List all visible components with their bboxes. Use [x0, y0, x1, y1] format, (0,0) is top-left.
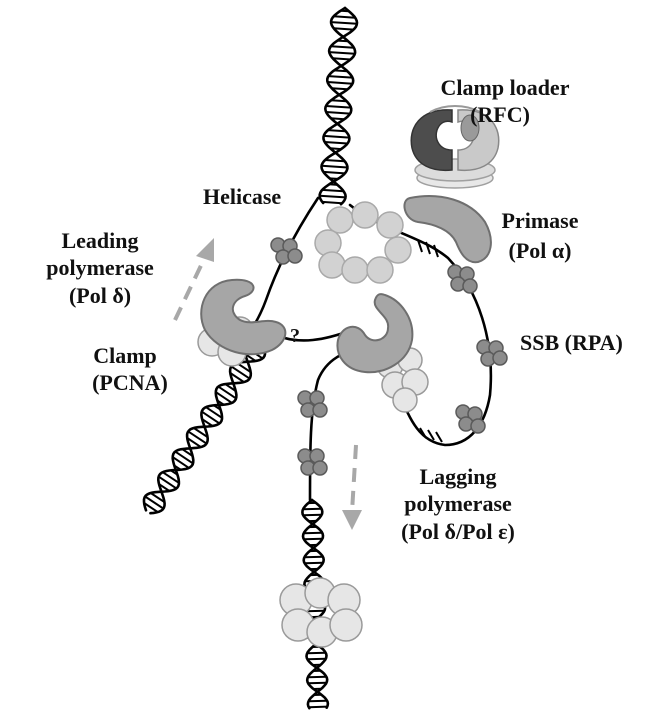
base-pair-rung: [341, 11, 349, 12]
helicase-label: Helicase: [203, 184, 281, 209]
base-pair-rung: [331, 100, 347, 101]
clamp-label-line1: Clamp: [93, 343, 157, 368]
clamp-loader-label-line1: Clamp loader: [441, 75, 570, 100]
primase-label: Primase (Pol α): [502, 208, 579, 263]
base-pair-rung: [328, 76, 352, 78]
base-pair-rung: [320, 196, 346, 198]
clamp-label-line2: (PCNA): [92, 370, 168, 395]
base-pair-rung: [326, 106, 351, 108]
ssb-cluster: [448, 265, 477, 293]
base-pair-rung: [325, 160, 345, 161]
lagging-polymerase-label: Lagging polymerase (Pol δ/Pol ε): [401, 464, 515, 544]
primase-label-line2: (Pol α): [509, 238, 572, 263]
leading-daughter-dna-helix: [144, 340, 265, 513]
leading-polymerase-label-line2: polymerase: [46, 255, 154, 280]
base-pair-rung: [330, 148, 341, 149]
base-pair-rung: [305, 563, 324, 564]
base-pair-rung: [303, 509, 322, 510]
base-pair-rung: [334, 16, 355, 17]
base-pair-rung: [329, 184, 337, 185]
primase: [404, 196, 490, 262]
helix-backbone: [144, 340, 265, 510]
base-pair-rung: [325, 142, 348, 144]
leading-polymerase-label-line3: (Pol δ): [69, 283, 131, 308]
base-pair-rung: [323, 172, 345, 174]
primase-label-line1: Primase: [502, 208, 579, 233]
base-pair-rung: [322, 190, 344, 191]
base-pair-rung: [330, 178, 338, 179]
base-pair-rung: [307, 659, 326, 660]
base-pair-rung: [304, 533, 323, 534]
clamp-loader-label-line2: (RFC): [470, 102, 530, 127]
lagging-polymerase-label-line2: polymerase: [404, 491, 512, 516]
base-pair-rung: [337, 41, 348, 42]
parental-dna-helix: [320, 8, 357, 204]
base-pair-rung: [308, 683, 327, 684]
base-pair-rung: [309, 701, 327, 702]
base-pair-rung: [326, 112, 350, 114]
base-pair-rung: [304, 539, 323, 540]
ssb-cluster: [271, 238, 302, 264]
ssb-cluster: [456, 405, 485, 433]
lagging-polymerase-label-line3: (Pol δ/Pol ε): [401, 519, 515, 544]
base-pair-rung: [322, 166, 348, 168]
ssb-cluster: [298, 391, 327, 417]
base-pair-rung: [328, 82, 353, 84]
base-pair-rung: [329, 52, 355, 54]
base-pair-rung: [328, 130, 346, 131]
base-pair-rung: [188, 431, 206, 443]
base-pair-rung: [334, 70, 347, 71]
lagging-polymerase-label-line1: Lagging: [419, 464, 496, 489]
base-pair-rung: [331, 22, 357, 24]
ssb-cluster: [477, 340, 507, 366]
base-pair-rung: [324, 136, 350, 138]
base-pair-rung: [145, 497, 163, 509]
base-pair-rung: [334, 28, 354, 29]
base-pair-rung: [322, 202, 342, 203]
pcna-clamp-bottom: [280, 578, 362, 647]
lagging-direction-arrow: [342, 445, 362, 530]
ssb-label: SSB (RPA): [520, 330, 623, 355]
unknown-link-marker: ?: [290, 325, 300, 347]
helicase-ring: [315, 202, 411, 283]
base-pair-rung: [333, 58, 351, 59]
base-pair-rung: [231, 366, 249, 378]
ssb-cluster: [298, 449, 327, 475]
base-pair-rung: [331, 118, 344, 119]
base-pair-rung: [303, 515, 322, 516]
base-pair-rung: [331, 46, 354, 48]
base-pair-rung: [308, 677, 326, 678]
lagging-polymerase: [337, 294, 412, 372]
leading-polymerase-label: Leading polymerase (Pol δ): [46, 228, 154, 308]
base-pair-rung: [307, 653, 325, 654]
leading-polymerase-label-line1: Leading: [61, 228, 138, 253]
base-pair-rung: [332, 88, 348, 89]
helix-backbone: [150, 340, 262, 513]
base-pair-rung: [304, 557, 323, 558]
base-pair-rung: [309, 707, 328, 708]
clamp-label: Clamp (PCNA): [92, 343, 168, 395]
primer-segment: [418, 240, 442, 442]
